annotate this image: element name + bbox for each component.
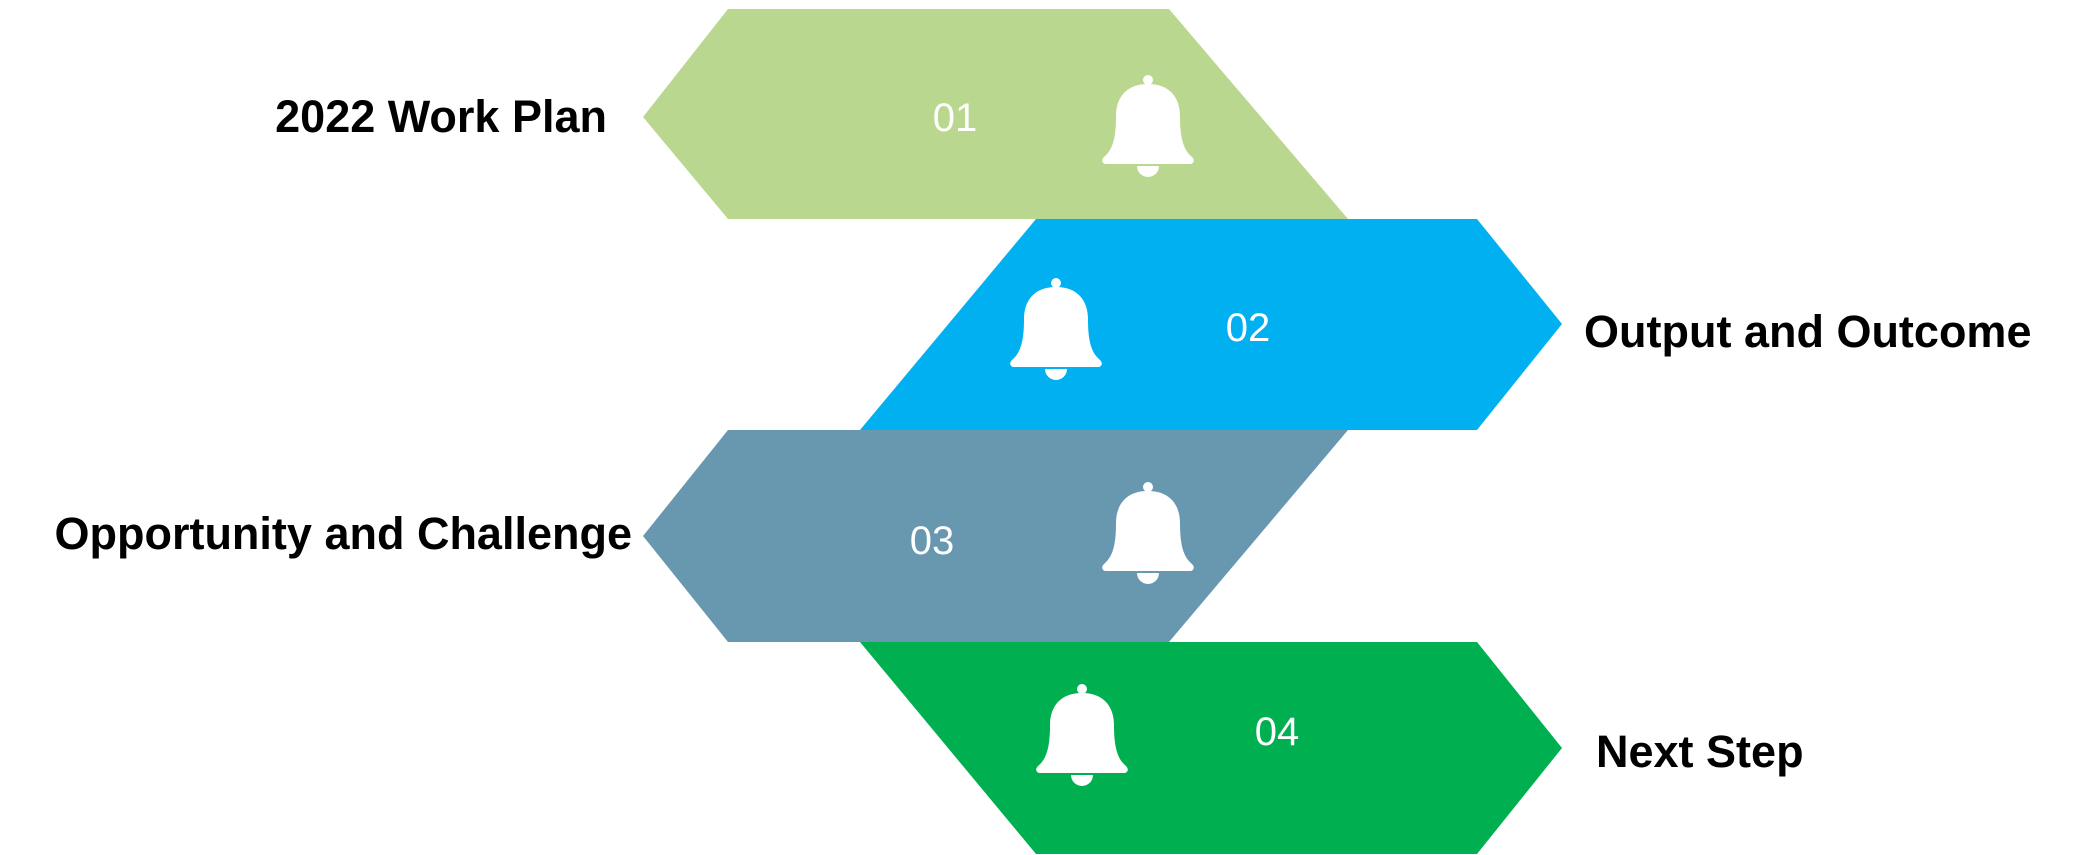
step-04-band	[860, 642, 1562, 854]
step-02-number: 02	[1226, 306, 1271, 350]
step-03-number: 03	[910, 519, 955, 563]
step-03: 03 Opportunity and Challenge	[54, 430, 1348, 642]
step-01: 01 2022 Work Plan	[275, 9, 1348, 219]
step-04-number: 04	[1255, 710, 1300, 754]
step-03-label: Opportunity and Challenge	[54, 508, 632, 559]
step-04: 04 Next Step	[860, 642, 1804, 854]
step-02: 02 Output and Outcome	[860, 219, 2031, 430]
step-01-label: 2022 Work Plan	[275, 91, 607, 142]
step-02-band	[860, 219, 1562, 430]
step-03-band	[643, 430, 1348, 642]
step-04-label: Next Step	[1596, 726, 1804, 777]
step-02-label: Output and Outcome	[1584, 306, 2031, 357]
step-01-band	[643, 9, 1348, 219]
step-01-number: 01	[933, 96, 978, 140]
